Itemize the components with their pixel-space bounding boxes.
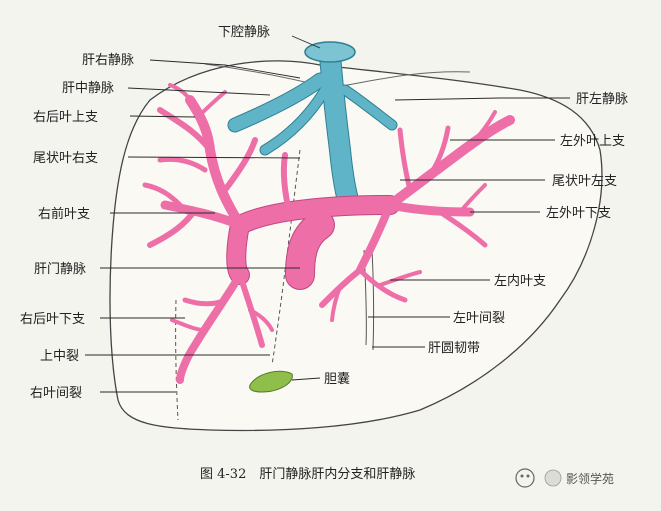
label-ligamentum-teres: 肝圆韧带 (428, 341, 480, 356)
label-upper-middle-fissure: 上中裂 (40, 349, 79, 364)
hepatic-veins (227, 41, 398, 211)
label-left-med-branch: 左内叶支 (494, 273, 546, 289)
labels: 下腔静脉 肝右静脉 肝中静脉 右后叶上支 尾状叶右支 右前叶支 肝门静脉 右后叶… (20, 25, 628, 401)
label-portal-vein: 肝门静脉 (34, 262, 86, 277)
figure-caption: 图 4-32 肝门静脉肝内分支和肝静脉 (200, 466, 415, 482)
label-caudate-left-branch: 尾状叶左支 (552, 174, 617, 189)
label-right-hepatic-vein: 肝右静脉 (82, 53, 134, 68)
label-caudate-right-branch: 尾状叶右支 (33, 151, 98, 166)
leader-lines (85, 35, 570, 393)
label-left-lat-inf-branch: 左外叶下支 (546, 206, 611, 221)
watermark: 影领学苑 (515, 468, 614, 488)
label-gallbladder: 胆囊 (324, 371, 350, 387)
label-left-hepatic-vein: 肝左静脉 (576, 92, 628, 107)
right-interlobar-fissure-line (175, 299, 179, 421)
label-right-post-sup-branch: 右后叶上支 (33, 110, 98, 125)
ligamentum-teres-line (371, 249, 375, 351)
watermark-text: 影领学苑 (566, 471, 614, 486)
label-left-interlobar-fissure: 左叶间裂 (453, 311, 505, 326)
gallbladder-shape (249, 370, 293, 393)
portal-vein-tree (142, 83, 515, 384)
label-left-lat-sup-branch: 左外叶上支 (560, 134, 625, 149)
liver-outline (109, 60, 603, 432)
label-right-ant-branch: 右前叶支 (38, 206, 90, 222)
label-right-post-inf-branch: 右后叶下支 (20, 312, 85, 327)
label-middle-hepatic-vein: 肝中静脉 (62, 81, 114, 96)
label-right-interlobar-fissure: 右叶间裂 (30, 386, 82, 401)
label-ivc: 下腔静脉 (218, 25, 270, 40)
watermark-icon (515, 468, 535, 488)
